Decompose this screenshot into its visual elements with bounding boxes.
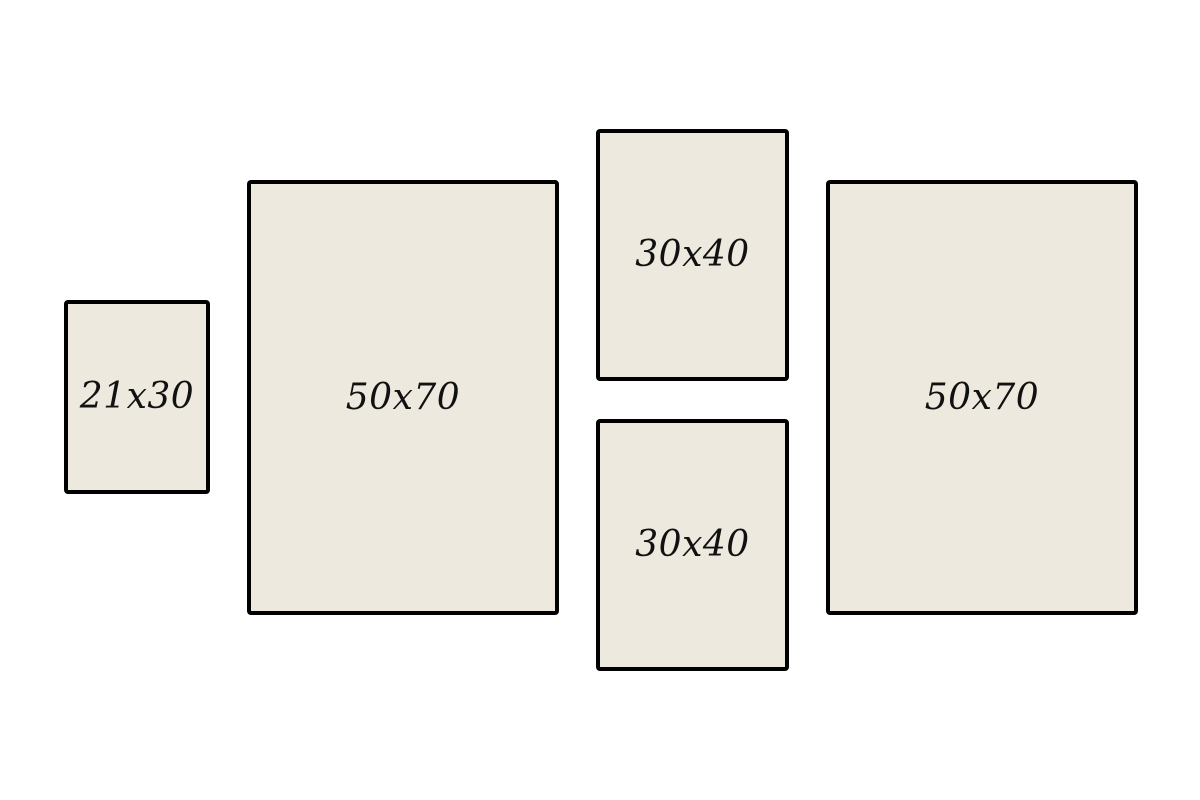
frame-size-label: 50x70 bbox=[924, 376, 1040, 418]
frame-size-label: 30x40 bbox=[635, 524, 750, 565]
frame-50x70-right: 50x70 bbox=[826, 180, 1138, 615]
frame-21x30: 21x30 bbox=[64, 300, 210, 494]
frame-size-label: 50x70 bbox=[345, 376, 461, 418]
frame-size-label: 21x30 bbox=[79, 376, 195, 417]
frame-size-label: 30x40 bbox=[635, 234, 750, 275]
frame-50x70-left: 50x70 bbox=[247, 180, 559, 615]
frame-30x40-bottom: 30x40 bbox=[596, 419, 789, 671]
frame-30x40-top: 30x40 bbox=[596, 129, 789, 381]
